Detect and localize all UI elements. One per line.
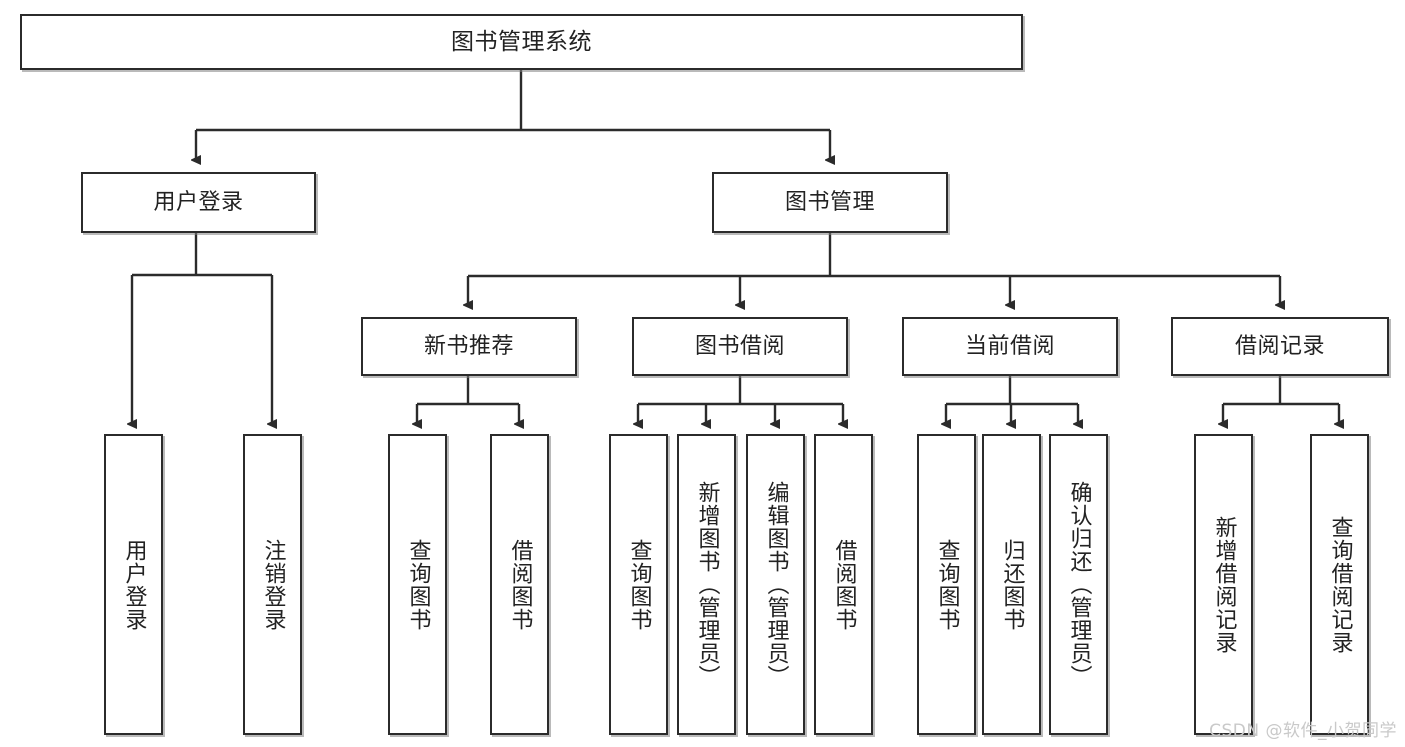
node-label: 借阅图书 <box>831 538 857 631</box>
node-label: 新增图书（管理员） <box>694 481 720 688</box>
node-root-system[interactable]: 图书管理系统 <box>20 14 1023 70</box>
node-label: 查询借阅记录 <box>1327 515 1353 654</box>
leaf-current-return-book[interactable]: 归还图书 <box>982 434 1041 735</box>
node-label: 借阅记录 <box>1234 333 1325 359</box>
leaf-borrow-query-book[interactable]: 查询图书 <box>609 434 668 735</box>
node-label: 归还图书 <box>999 538 1025 631</box>
node-label: 注销登录 <box>260 538 286 631</box>
leaf-recommend-query-book[interactable]: 查询图书 <box>388 434 447 735</box>
node-label: 图书借阅 <box>694 333 785 359</box>
node-label: 用户登录 <box>153 189 244 215</box>
node-label: 图书管理系统 <box>451 28 592 55</box>
node-label: 当前借阅 <box>964 333 1055 359</box>
node-label: 确认归还（管理员） <box>1066 481 1092 688</box>
node-label: 借阅图书 <box>507 538 533 631</box>
node-label: 编辑图书（管理员） <box>763 481 789 688</box>
leaf-current-confirm-return-admin[interactable]: 确认归还（管理员） <box>1049 434 1108 735</box>
node-label: 查询图书 <box>405 538 431 631</box>
leaf-borrow-borrow-book[interactable]: 借阅图书 <box>814 434 873 735</box>
node-label: 图书管理 <box>784 189 875 215</box>
node-current-borrow[interactable]: 当前借阅 <box>902 317 1118 376</box>
node-label: 查询图书 <box>626 538 652 631</box>
csdn-watermark: CSDN @软件_小贺同学 <box>1209 721 1397 741</box>
node-label: 用户登录 <box>121 538 147 631</box>
leaf-record-query-record[interactable]: 查询借阅记录 <box>1310 434 1369 735</box>
node-new-book-recommend[interactable]: 新书推荐 <box>361 317 577 376</box>
leaf-borrow-add-book-admin[interactable]: 新增图书（管理员） <box>677 434 736 735</box>
leaf-user-login-login[interactable]: 用户登录 <box>104 434 163 735</box>
node-label: 查询图书 <box>934 538 960 631</box>
node-borrow-record[interactable]: 借阅记录 <box>1171 317 1389 376</box>
node-book-management[interactable]: 图书管理 <box>712 172 948 233</box>
leaf-recommend-borrow-book[interactable]: 借阅图书 <box>490 434 549 735</box>
node-label: 新增借阅记录 <box>1211 515 1237 654</box>
leaf-borrow-edit-book-admin[interactable]: 编辑图书（管理员） <box>746 434 805 735</box>
leaf-current-query-book[interactable]: 查询图书 <box>917 434 976 735</box>
leaf-record-add-record[interactable]: 新增借阅记录 <box>1194 434 1253 735</box>
node-book-borrow[interactable]: 图书借阅 <box>632 317 848 376</box>
leaf-user-login-logout[interactable]: 注销登录 <box>243 434 302 735</box>
node-user-login[interactable]: 用户登录 <box>81 172 316 233</box>
node-label: 新书推荐 <box>423 333 514 359</box>
